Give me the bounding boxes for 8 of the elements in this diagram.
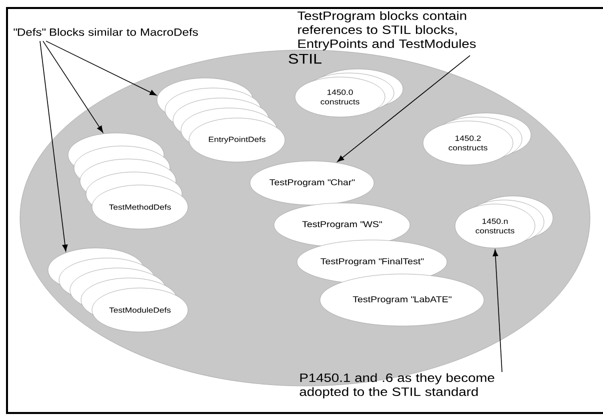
callout-text: "Defs" Blocks similar to MacroDefs <box>14 28 198 36</box>
arrow <box>492 249 502 372</box>
arrow <box>46 40 157 96</box>
callout-text: TestProgram blocks contain references to STIL blocks, EntryPoints and TestModules <box>298 11 476 50</box>
arrow <box>42 40 104 133</box>
arrow <box>337 55 470 162</box>
arrow <box>40 40 68 252</box>
callout-text: P1450.1 and .6 as they become adopted to the STIL standard <box>300 373 494 398</box>
